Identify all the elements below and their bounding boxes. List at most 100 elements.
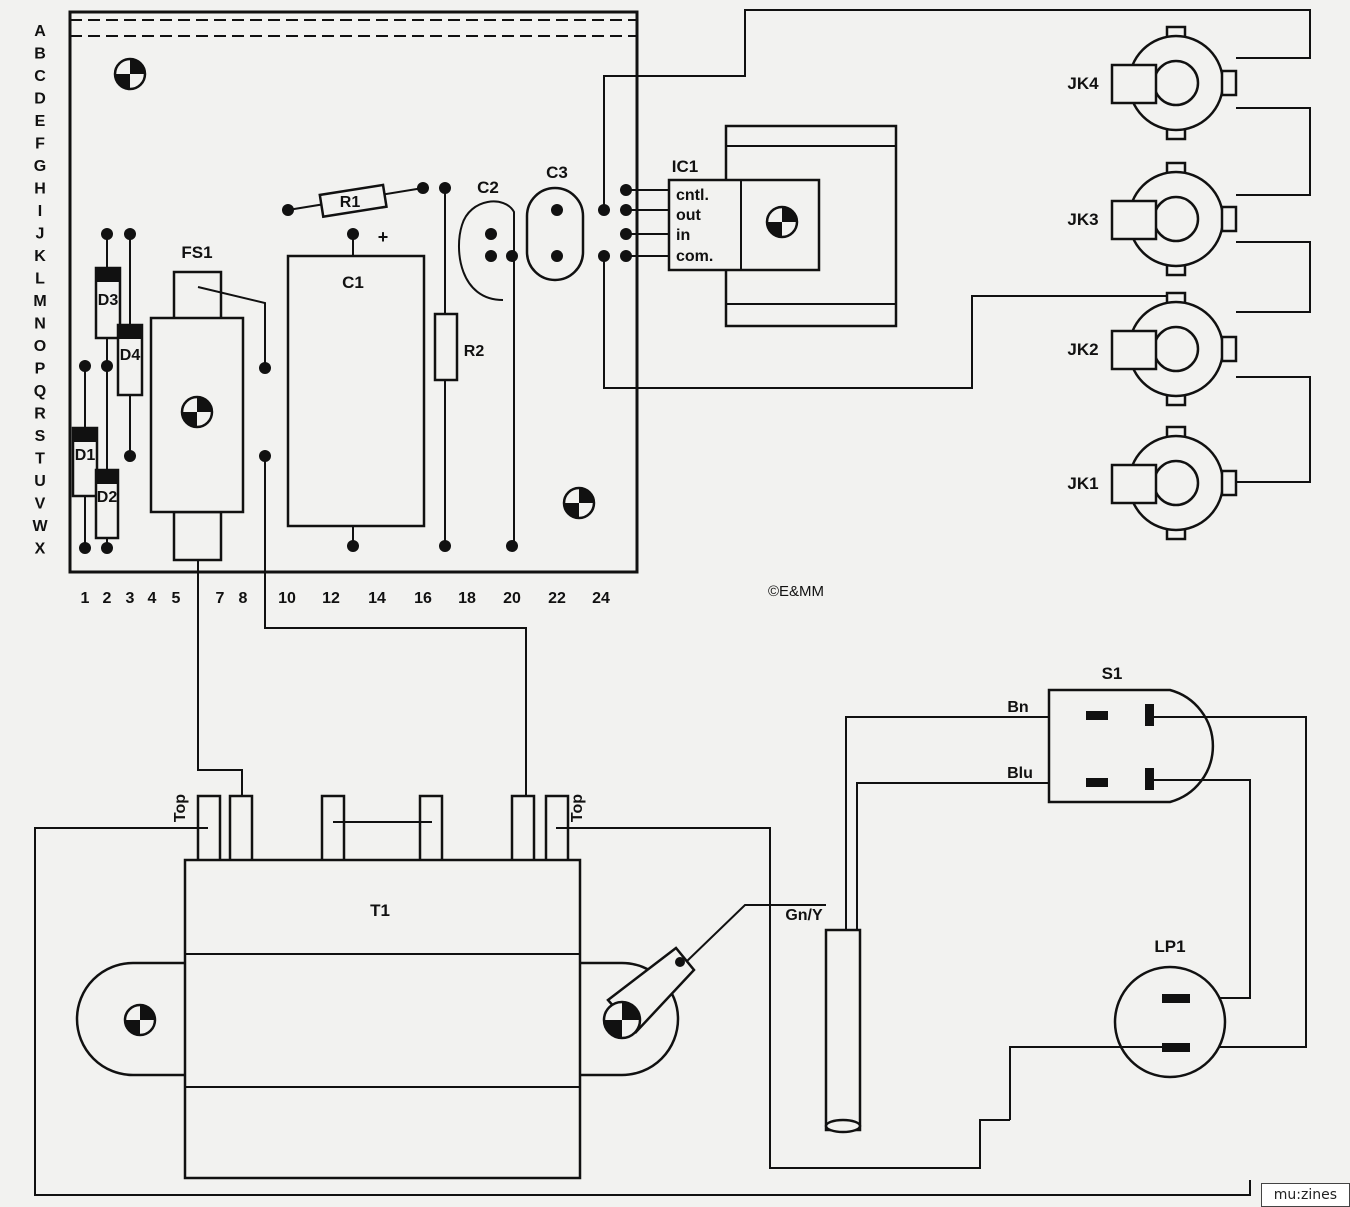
row-label: X <box>35 541 46 558</box>
wire-lp1-c <box>1009 1046 1162 1120</box>
ic1-pin-in: in <box>676 227 690 244</box>
column-label: 5 <box>172 590 181 607</box>
mu-zines-badge[interactable]: mu:zines <box>1260 1183 1350 1207</box>
column-label: 14 <box>368 590 386 607</box>
jack-socket-jk4: JK4 <box>1067 25 1238 141</box>
t1-label: T1 <box>370 901 390 920</box>
wire-blue <box>856 782 1086 930</box>
wire-jk3-jk2 <box>1236 241 1311 313</box>
jack-socket-jk1: JK1 <box>1067 425 1238 541</box>
mount-hole-icon <box>180 395 214 429</box>
row-label: A <box>34 23 46 40</box>
row-label: C <box>34 68 46 85</box>
row-label: Q <box>34 383 46 400</box>
column-label: 4 <box>148 590 157 607</box>
column-label: 1 <box>81 590 90 607</box>
row-label: L <box>35 271 45 288</box>
top-label-left: Top <box>172 794 189 822</box>
row-label: M <box>33 293 46 310</box>
mount-hole-icon <box>765 205 799 239</box>
copyright-notice: ©E&MM <box>768 583 824 600</box>
switch-s1: S1 Bn Blu <box>1007 664 1215 804</box>
d3-label: D3 <box>98 292 119 309</box>
fs1-label: FS1 <box>181 243 212 262</box>
wire-primary-right <box>556 827 1010 1169</box>
column-label: 24 <box>592 590 610 607</box>
r2-label: R2 <box>464 343 485 360</box>
jk4-label: JK4 <box>1067 74 1099 93</box>
column-label: 18 <box>458 590 476 607</box>
wire-primary-left <box>34 827 1251 1196</box>
mount-hole-icon <box>123 1003 157 1037</box>
capacitor-c1: C1 + <box>286 227 426 552</box>
regulator-ic1: IC1 cntl. out in com. <box>598 124 898 328</box>
d2-label: D2 <box>97 489 118 506</box>
wire-earth <box>685 904 826 963</box>
row-label: W <box>32 518 48 535</box>
column-label: 8 <box>239 590 248 607</box>
r1-label: R1 <box>340 194 361 211</box>
wire-s1-lp1-b <box>1154 779 1251 999</box>
diode-d1: D1 <box>71 360 99 554</box>
row-label: O <box>34 338 46 355</box>
row-label: E <box>35 113 46 130</box>
s1-label: S1 <box>1102 664 1123 683</box>
diode-d3: D3 <box>94 266 122 340</box>
top-label-right: Top <box>569 794 586 822</box>
row-label: G <box>34 158 46 175</box>
diode-d4: D4 <box>116 228 144 462</box>
mount-hole-icon <box>602 1000 642 1040</box>
transformer-t1: Top Top T1 <box>75 794 696 1180</box>
diode-d2: D2 <box>94 228 120 554</box>
lamp-lp1: LP1 <box>1113 937 1227 1079</box>
column-label: 7 <box>216 590 225 607</box>
row-label: N <box>34 316 46 333</box>
jack-socket-jk2: JK2 <box>1067 291 1238 407</box>
row-label: R <box>34 406 46 423</box>
mount-hole-icon <box>113 57 147 91</box>
c2-label: C2 <box>477 178 499 197</box>
resistor-r1: R1 <box>282 182 429 219</box>
brown-wire-label: Bn <box>1007 699 1028 716</box>
capacitor-c3: C3 <box>525 163 585 282</box>
blue-wire-label: Blu <box>1007 765 1033 782</box>
column-label: 22 <box>548 590 566 607</box>
ic1-pin-cntl: cntl. <box>676 187 709 204</box>
row-label: H <box>34 181 46 198</box>
column-label: 12 <box>322 590 340 607</box>
fuse-holder-fs1: FS1 <box>149 243 271 562</box>
row-label: S <box>35 428 46 445</box>
row-label: P <box>35 361 46 378</box>
jk3-label: JK3 <box>1067 210 1098 229</box>
c1-label: C1 <box>342 273 364 292</box>
row-label: U <box>34 473 46 490</box>
row-label: B <box>34 46 46 63</box>
ic1-pin-out: out <box>676 207 702 224</box>
column-label: 10 <box>278 590 296 607</box>
mount-hole-icon <box>562 486 596 520</box>
wire-ground-jk <box>603 256 1176 389</box>
row-label: K <box>34 248 46 265</box>
d1-label: D1 <box>75 447 96 464</box>
row-label: F <box>35 136 45 153</box>
jk2-label: JK2 <box>1067 340 1098 359</box>
row-label: D <box>34 91 46 108</box>
wire-brown <box>845 716 1086 930</box>
earth-wire-label: Gn/Y <box>785 907 823 924</box>
wire-fs1-t1 <box>197 560 243 800</box>
ic1-pin-com: com. <box>676 248 713 265</box>
wire-to-jk4 <box>603 9 1311 210</box>
c1-polarity-mark: + <box>378 227 389 247</box>
wire-jk4-jk3 <box>1236 107 1311 196</box>
jk1-label: JK1 <box>1067 474 1098 493</box>
lp1-label: LP1 <box>1154 937 1185 956</box>
row-label: J <box>36 226 45 243</box>
column-label: 3 <box>126 590 135 607</box>
column-label: 20 <box>503 590 521 607</box>
capacitor-c2: C2 <box>458 178 518 552</box>
row-label: V <box>35 496 46 513</box>
c3-label: C3 <box>546 163 568 182</box>
